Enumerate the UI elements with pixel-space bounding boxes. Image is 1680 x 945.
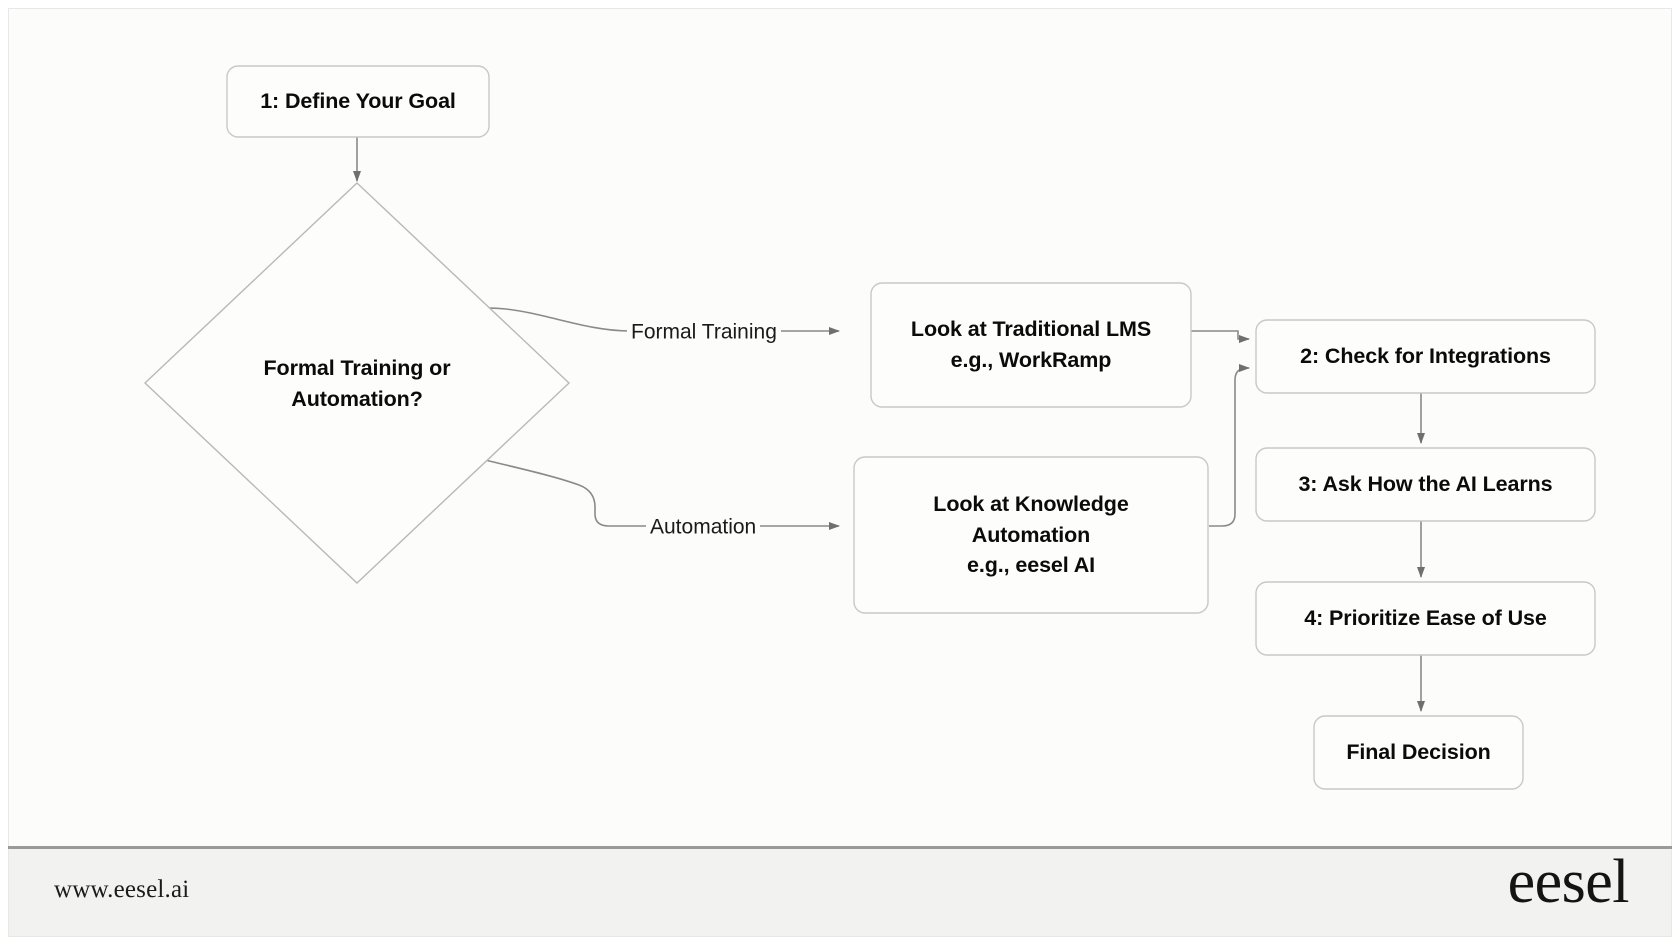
edge-decision-to-knowledge [452,451,840,530]
node-final-decision[interactable] [1313,715,1524,790]
node-ask-how-the-ai-learns[interactable] [1255,447,1596,522]
nodes-layer [143,65,1596,790]
edge-lms-to-integrations [1189,330,1250,343]
node-formal-training-or-automation[interactable] [143,182,571,584]
edge-knowledge-to-integrations [1209,364,1250,527]
node-define-your-goal[interactable] [226,65,490,138]
footer-bar: www.eesel.ai eesel [8,849,1672,937]
diagram-svg [143,65,1596,790]
footer-website-url[interactable]: www.eesel.ai [54,876,190,903]
node-look-at-knowledge-automation[interactable] [853,456,1209,614]
eesel-logo: eesel [1507,848,1630,916]
node-prioritize-ease-of-use[interactable] [1255,581,1596,656]
footer-divider [8,846,1672,849]
node-look-at-traditional-lms[interactable] [870,282,1192,408]
diagram-canvas: 1: Define Your Goal Formal Training or A… [8,8,1672,846]
node-check-for-integrations[interactable] [1255,319,1596,394]
